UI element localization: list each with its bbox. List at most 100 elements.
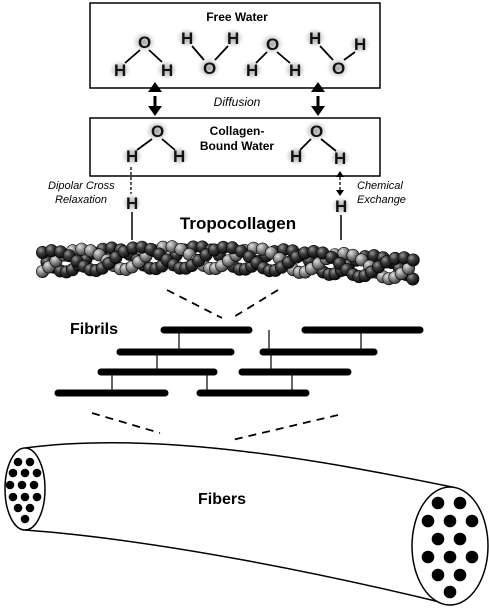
fibril-dot xyxy=(20,468,30,478)
hydrogen-atom: H xyxy=(289,61,301,80)
fibril-dot xyxy=(8,468,18,478)
hydrogen-glow xyxy=(121,193,143,213)
hydrogen-atom: H xyxy=(161,61,173,80)
oxygen-atom: O xyxy=(310,122,323,141)
oxygen-atom: O xyxy=(266,35,279,54)
oxygen-atom: O xyxy=(332,59,345,78)
oxygen-glow xyxy=(196,56,222,80)
fibril-dot xyxy=(431,496,445,510)
free-water-molecules: O H H H O H O H H xyxy=(108,27,372,81)
fibril-dot xyxy=(25,503,35,513)
helix-sphere xyxy=(406,253,420,267)
hydrogen-glow xyxy=(240,59,264,81)
fibril-dot xyxy=(453,532,467,546)
dipolar-label-line2: Relaxation xyxy=(55,194,107,206)
fibril-dot xyxy=(421,550,435,564)
zoom-line-right-2 xyxy=(231,414,339,441)
fibril-dot xyxy=(465,514,479,528)
fibril-dot xyxy=(20,514,30,524)
bound-water-label-line1: Collagen- xyxy=(210,124,265,138)
hydrogen-glow xyxy=(120,145,144,167)
hydrogen-glow xyxy=(175,27,199,49)
collagen-hydrogen-right: H xyxy=(335,197,347,216)
arrow-down-icon xyxy=(336,190,344,196)
arrow-down-icon xyxy=(148,106,162,116)
fibril-dot xyxy=(13,503,23,513)
bond xyxy=(299,138,312,151)
water-molecule: H O H xyxy=(303,27,372,80)
hydrogen-atom: H xyxy=(309,29,321,48)
fibril-dot xyxy=(443,550,457,564)
hydrogen-atom: H xyxy=(173,147,185,166)
fibril-dot xyxy=(32,492,42,502)
hydrogen-glow xyxy=(283,59,307,81)
hydrogen-glow xyxy=(167,145,191,167)
bond xyxy=(124,49,141,64)
arrow-up-icon xyxy=(311,82,325,92)
bond xyxy=(319,45,334,61)
hydrogen-atom: H xyxy=(227,29,239,48)
hydrogen-glow xyxy=(221,27,245,49)
hydrogen-atom: H xyxy=(114,61,126,80)
hydrogen-atom: H xyxy=(126,147,138,166)
water-molecule: O H H xyxy=(284,119,352,169)
hydrogen-glow xyxy=(303,27,327,49)
fibril-dot xyxy=(20,492,30,502)
zoom-line-left xyxy=(166,289,223,319)
water-molecule: O H H xyxy=(120,119,191,167)
tropocollagen-triple-helix xyxy=(35,240,420,286)
fibril-dot xyxy=(443,585,457,599)
fibrils-label: Fibrils xyxy=(70,321,118,338)
hydrogen-glow xyxy=(108,59,132,81)
diffusion-label: Diffusion xyxy=(214,95,261,109)
free-water-label: Free Water xyxy=(206,10,268,24)
fiber-right-fibril-dots xyxy=(421,496,479,599)
hydrogen-glow xyxy=(284,145,308,167)
oxygen-glow xyxy=(325,56,351,80)
chemical-label-line2: Exchange xyxy=(357,194,406,206)
bond xyxy=(276,51,291,64)
oxygen-atom: O xyxy=(151,122,164,141)
fibril-dot xyxy=(453,496,467,510)
hydrogen-glow xyxy=(330,196,352,216)
fibril-dot xyxy=(17,480,27,490)
arrow-up-icon xyxy=(148,82,162,92)
arrow-up-icon xyxy=(336,171,344,177)
fibril-dot xyxy=(431,532,445,546)
fibril-dot xyxy=(431,568,445,582)
fiber-body xyxy=(25,442,452,605)
arrow-down-icon xyxy=(311,106,325,116)
water-molecule: H O H xyxy=(175,27,245,80)
hydrogen-atom: H xyxy=(246,61,258,80)
fibril-dot xyxy=(421,514,435,528)
hydrogen-atom: H xyxy=(334,149,346,168)
hydrogen-atom: H xyxy=(354,35,366,54)
bound-water-label-line2: Bound Water xyxy=(200,139,275,153)
oxygen-glow xyxy=(303,119,329,143)
hydrogen-atom: H xyxy=(290,147,302,166)
fibril-dot xyxy=(29,480,39,490)
fiber-left-fibril-dots xyxy=(5,457,42,524)
oxygen-atom: O xyxy=(138,33,151,52)
fibril-dot xyxy=(443,514,457,528)
hydrogen-glow xyxy=(328,147,352,169)
water-molecule: O H H xyxy=(108,30,179,81)
fiber-bottom-edge xyxy=(24,529,453,606)
fibril-array xyxy=(54,326,424,397)
diffusion-arrows xyxy=(148,82,325,116)
water-molecule: O H H xyxy=(240,32,307,81)
collagen-hydrogen-left: H xyxy=(126,194,138,213)
fibril-dot xyxy=(13,457,23,467)
oxygen-glow xyxy=(144,119,170,143)
oxygen-atom: O xyxy=(203,59,216,78)
fibril-dot xyxy=(8,492,18,502)
bound-water-molecules: O H H O H H xyxy=(120,119,352,169)
bond xyxy=(148,49,163,63)
fiber-cylinder xyxy=(4,442,489,606)
oxygen-glow xyxy=(131,30,157,54)
tropocollagen-label: Tropocollagen xyxy=(180,214,296,233)
fibril-dot xyxy=(25,457,35,467)
bond xyxy=(255,51,268,64)
bond xyxy=(136,138,153,151)
